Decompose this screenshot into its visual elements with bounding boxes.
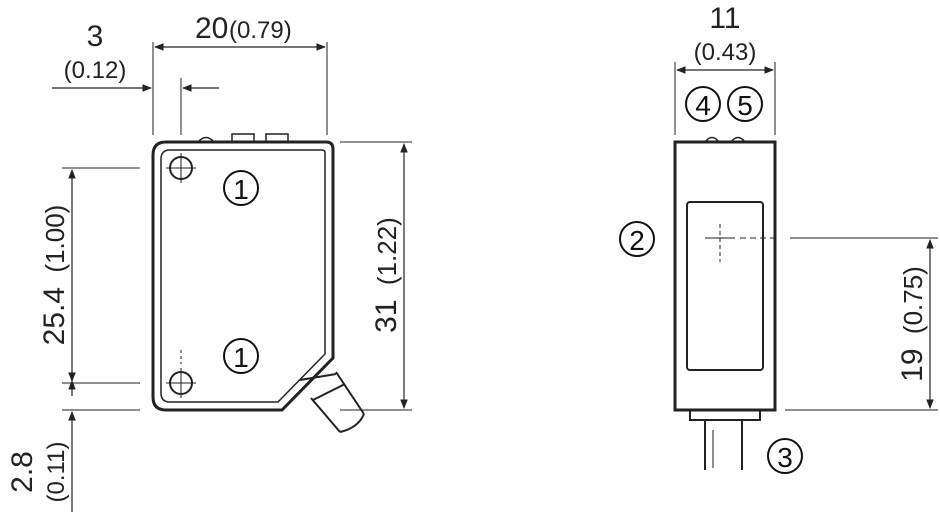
svg-text:(0.79): (0.79) (229, 17, 292, 44)
dim-width-front: 20 (0.79) (152, 12, 328, 135)
mounting-hole-top (166, 153, 196, 183)
svg-text:1: 1 (233, 342, 249, 373)
svg-text:20: 20 (195, 12, 228, 45)
callout-4: 4 (685, 86, 721, 122)
callout-1-lower: 1 (223, 338, 259, 374)
svg-text:3: 3 (87, 20, 104, 53)
front-housing-inner (160, 149, 326, 403)
side-top-indicators (704, 136, 746, 143)
side-lens-window (686, 201, 764, 371)
callout-2: 2 (619, 221, 655, 257)
dim-height-front: 31 (1.22) (340, 141, 412, 411)
svg-text:(0.43): (0.43) (694, 39, 757, 66)
dim-width-side: 11 (0.43) (674, 2, 776, 135)
svg-text:31 (1.22): 31 (1.22) (370, 217, 403, 333)
svg-text:2: 2 (629, 225, 645, 256)
svg-text:25.4 (1.00): 25.4 (1.00) (38, 205, 71, 346)
callout-5: 5 (727, 86, 763, 122)
dim-hole-spacing: 25.4 (1.00) (38, 167, 140, 384)
mounting-hole-bottom (166, 350, 196, 398)
callout-1-upper: 1 (223, 170, 259, 206)
callout-3: 3 (767, 438, 803, 474)
front-view: 1 1 20 (0.79) 3 (0.12) 25.4 (6, 12, 412, 512)
top-indicators (197, 133, 289, 143)
svg-text:(0.11): (0.11) (43, 442, 70, 503)
optical-axis-crosshair (705, 224, 775, 262)
svg-text:1: 1 (233, 174, 249, 205)
side-cable (689, 409, 761, 470)
side-view: 2 3 4 5 11 (0.43) 19 ( (619, 2, 938, 474)
dim-bottom-offset: 2.8 (0.11) (6, 380, 140, 512)
svg-text:(0.12): (0.12) (64, 57, 127, 84)
front-cable (299, 371, 365, 433)
svg-text:19 (0.75): 19 (0.75) (896, 266, 929, 382)
front-housing-outline (151, 140, 335, 412)
dim-optical-axis: 19 (0.75) (785, 237, 938, 411)
svg-text:11: 11 (709, 2, 740, 35)
dim-offset-3: 3 (0.12) (52, 20, 219, 135)
svg-text:4: 4 (695, 90, 711, 121)
svg-text:3: 3 (777, 442, 793, 473)
svg-text:5: 5 (737, 90, 753, 121)
svg-text:2.8: 2.8 (6, 451, 39, 493)
